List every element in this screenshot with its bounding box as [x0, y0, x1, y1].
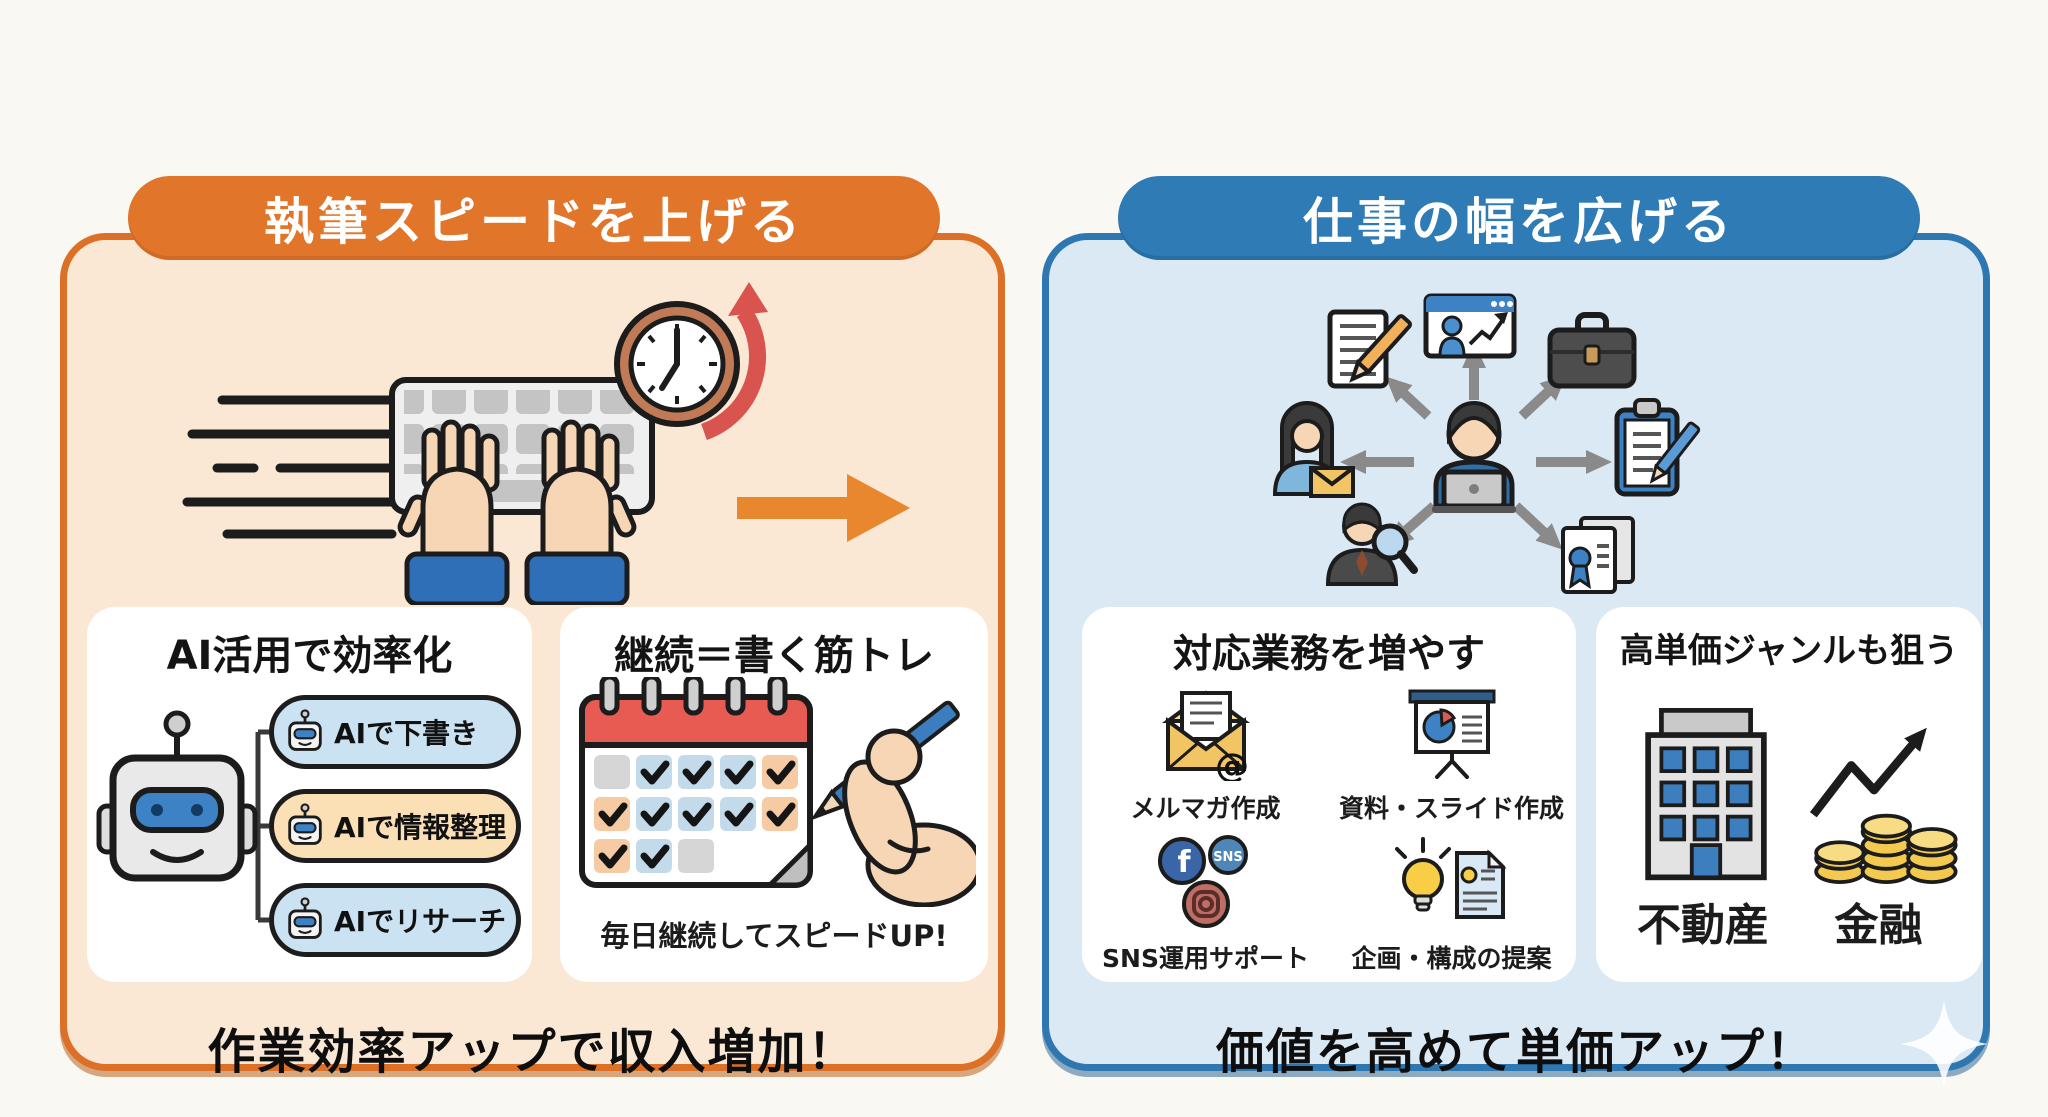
genre-label-finance: 金融: [1834, 900, 1923, 951]
robot-icon: [96, 710, 258, 882]
sns-badge: SNS: [1213, 850, 1243, 865]
left-panel-header-label: 執筆スピードを上げる: [264, 193, 804, 251]
sparkle-decoration: [1900, 1000, 1988, 1088]
typing-speed-illustration: [182, 282, 910, 605]
briefcase-icon: [1547, 312, 1637, 389]
task-label-slides: 資料・スライド作成: [1338, 794, 1564, 823]
researcher-icon: [1325, 502, 1418, 586]
time-up-arrow-icon: [700, 282, 768, 441]
right-hand-icon: [524, 419, 637, 605]
right-panel-footer: 価値を高めて単価アップ！: [1215, 1024, 1816, 1080]
task-item-planning: 企画・構成の提案: [1334, 831, 1569, 975]
task-item-slides: 資料・スライド作成: [1334, 681, 1569, 825]
ai-efficiency-box: AI活用で効率化: [87, 607, 532, 982]
right-panel-header-label: 仕事の幅を広げる: [1303, 193, 1735, 251]
presenter-chart-icon: [1423, 293, 1517, 359]
left-panel-footer: 作業効率アップで収入増加！: [207, 1024, 858, 1080]
tasks-box: 対応業務を増やす @ メルマガ作成: [1082, 607, 1576, 982]
robot-small-icon: [288, 897, 322, 939]
slides-icon: [1408, 689, 1495, 779]
building-icon: [1645, 708, 1767, 881]
client-mail-icon: [1272, 401, 1355, 498]
task-label-planning: 企画・構成の提案: [1351, 944, 1552, 973]
task-item-sns: f SNS SNS運用サポート: [1088, 831, 1323, 975]
ai-pill-organize: AIで情報整理: [269, 789, 521, 863]
task-label-newsletter: メルマガ作成: [1130, 794, 1281, 823]
ai-pill-research: AIでリサーチ: [269, 883, 521, 957]
ai-pill-draft: AIで下書き: [269, 695, 521, 769]
certificate-icon: [1561, 516, 1635, 594]
calendar-arm-illustration: [579, 677, 976, 907]
right-panel-header: 仕事の幅を広げる: [1118, 176, 1920, 260]
training-box-title: 継続＝書く筋トレ: [614, 633, 934, 679]
facebook-icon: f: [1177, 845, 1191, 880]
robot-small-icon: [288, 803, 322, 845]
ai-pill-research-label: AIでリサーチ: [334, 905, 507, 938]
robot-small-icon: [288, 709, 322, 751]
writing-training-box: 継続＝書く筋トレ: [560, 607, 988, 982]
article-pencil-icon: [1327, 309, 1412, 389]
sns-icons: f SNS: [1157, 835, 1248, 928]
work-variety-hub-illustration: [1272, 293, 1701, 594]
genre-label-realestate: 不動産: [1637, 900, 1769, 951]
robot-connector-illustration: [96, 710, 269, 923]
hub-arrows: [1340, 342, 1612, 550]
idea-document-icon: [1394, 837, 1507, 919]
genre-box: 高単価ジャンルも狙う: [1596, 607, 1982, 982]
left-panel-header: 執筆スピードを上げる: [128, 176, 940, 260]
clock-icon: [614, 301, 740, 427]
speed-result-arrow-icon: [737, 474, 910, 542]
training-caption: 毎日継続してスピードUP!: [600, 919, 948, 953]
finance-growth-icon: [1809, 727, 1958, 884]
clipboard-pen-icon: [1614, 398, 1701, 497]
instagram-icon: [1191, 890, 1220, 918]
left-hand-icon: [397, 419, 510, 605]
calendar-icon: [579, 677, 813, 888]
newsletter-icon: @: [1161, 690, 1250, 781]
writer-at-laptop-icon: [1432, 401, 1516, 513]
task-label-sns: SNS運用サポート: [1102, 944, 1309, 973]
ai-box-title: AI活用で効率化: [166, 633, 453, 679]
right-panel: 対応業務を増やす @ メルマガ作成: [1042, 233, 1990, 1080]
ai-pill-organize-label: AIで情報整理: [334, 811, 507, 844]
checkmarks: [598, 760, 796, 869]
task-item-newsletter: @ メルマガ作成: [1088, 681, 1323, 825]
at-symbol: @: [1215, 746, 1249, 781]
genre-box-title: 高単価ジャンルも狙う: [1619, 631, 1959, 671]
muscle-arm-icon: [810, 700, 976, 907]
left-panel: AI活用で効率化: [60, 233, 1005, 1080]
tasks-box-title: 対応業務を増やす: [1172, 632, 1485, 677]
ai-pill-draft-label: AIで下書き: [334, 717, 479, 750]
speed-lines-icon: [182, 395, 397, 539]
